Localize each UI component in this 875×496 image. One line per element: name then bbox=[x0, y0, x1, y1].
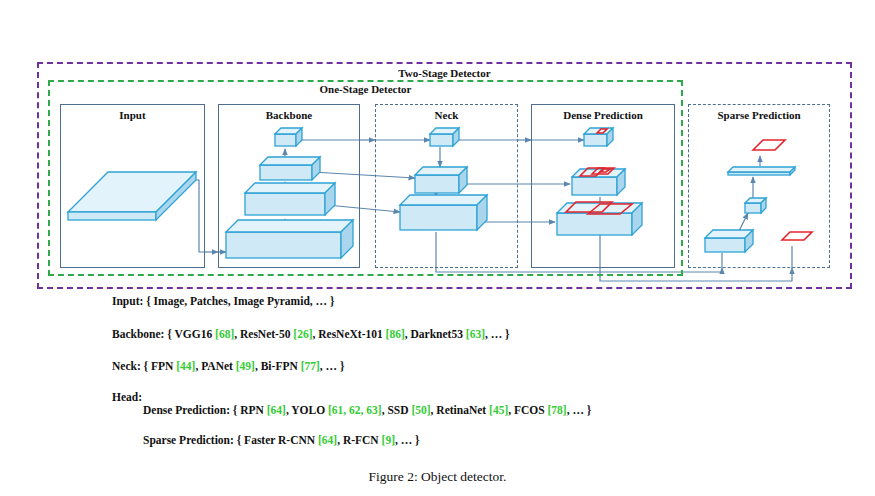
citation: [44] bbox=[176, 360, 195, 372]
citation: [64] bbox=[318, 434, 337, 446]
feature-map bbox=[245, 183, 335, 215]
bounding-box bbox=[753, 140, 785, 150]
bounding-box bbox=[597, 129, 607, 133]
list-text: , R-FCN bbox=[337, 434, 379, 446]
wire bbox=[752, 177, 753, 198]
stage-label: One-Stage Detector bbox=[50, 83, 681, 96]
list-text: Head: bbox=[112, 391, 142, 403]
stage-box: Sparse Prediction bbox=[688, 104, 830, 268]
list-text: , … } bbox=[485, 328, 510, 340]
wire bbox=[721, 253, 722, 268]
stage-box: Dense Prediction bbox=[531, 104, 675, 268]
citation: [49] bbox=[236, 360, 255, 372]
text-line: Dense Prediction: { RPN[64], YOLO[61, 62… bbox=[143, 403, 591, 417]
wire bbox=[477, 221, 555, 222]
list-text: Dense Prediction: { RPN bbox=[143, 404, 264, 416]
stage-label: Two-Stage Detector bbox=[39, 67, 850, 80]
connector bbox=[436, 268, 722, 272]
stage-label: Dense Prediction bbox=[532, 109, 674, 122]
feature-map bbox=[430, 128, 459, 146]
feature-map bbox=[400, 195, 487, 230]
citation: [26] bbox=[293, 328, 312, 340]
citation: [9] bbox=[382, 434, 395, 446]
list-text: , Darknet53 bbox=[405, 328, 463, 340]
wire bbox=[218, 251, 226, 252]
feature-map bbox=[572, 169, 625, 195]
bounding-box bbox=[600, 169, 610, 172]
wire bbox=[453, 139, 518, 140]
citation: [68] bbox=[215, 328, 234, 340]
wire bbox=[190, 180, 205, 252]
wire bbox=[439, 147, 440, 167]
citation: [63] bbox=[466, 328, 485, 340]
list-text: , PANet bbox=[195, 360, 232, 372]
feature-map bbox=[226, 220, 353, 258]
wire bbox=[759, 156, 760, 166]
stage-box: Input bbox=[60, 104, 205, 268]
two-stage-region: Two-Stage DetectorOne-Stage DetectorInpu… bbox=[37, 62, 852, 289]
connector bbox=[518, 139, 531, 140]
feature-map bbox=[584, 128, 613, 146]
stage-box: Neck bbox=[375, 104, 518, 268]
list-text: , … } bbox=[320, 360, 345, 372]
citation: [45] bbox=[489, 404, 508, 416]
connectors bbox=[205, 140, 792, 281]
feature-map bbox=[557, 203, 642, 235]
wire bbox=[435, 232, 436, 268]
text-line: Sparse Prediction: { Faster R-CNN[64], R… bbox=[143, 433, 420, 447]
wire bbox=[327, 205, 400, 212]
list-text: , FCOS bbox=[508, 404, 544, 416]
feature-map bbox=[705, 230, 753, 252]
stage-box: Backbone bbox=[218, 104, 360, 268]
input-image bbox=[68, 172, 196, 220]
wire bbox=[459, 183, 570, 184]
bounding-box bbox=[588, 204, 632, 214]
citation: [78] bbox=[548, 404, 567, 416]
citation: [50] bbox=[411, 404, 430, 416]
wire bbox=[791, 246, 792, 268]
feature-map bbox=[745, 198, 766, 213]
feature-map bbox=[260, 157, 320, 180]
list-text: Backbone: { VGG16 bbox=[112, 328, 212, 340]
figure-caption: Figure 2: Object detector. bbox=[0, 469, 875, 485]
list-text: , Bi-FPN bbox=[255, 360, 298, 372]
feature-maps bbox=[68, 128, 812, 268]
list-text: , ResNet-50 bbox=[234, 328, 290, 340]
feature-map bbox=[275, 128, 302, 146]
list-text: , YOLO bbox=[286, 404, 325, 416]
list-text: Neck: { FPN bbox=[112, 360, 173, 372]
citation: [61, 62, 63] bbox=[328, 404, 382, 416]
stage-label: Backbone bbox=[219, 109, 359, 122]
connector bbox=[205, 251, 218, 252]
citation: [64] bbox=[267, 404, 286, 416]
stage-label: Input bbox=[61, 109, 204, 122]
feature-map bbox=[728, 167, 795, 175]
stage-label: Neck bbox=[376, 109, 517, 122]
wire bbox=[375, 139, 430, 140]
connector bbox=[360, 139, 375, 140]
text-line: Head: bbox=[112, 390, 142, 404]
feature-map bbox=[415, 167, 467, 193]
one-stage-region: One-Stage DetectorInput Backbone Neck Dense… bbox=[48, 80, 683, 276]
list-text: Sparse Prediction: { Faster R-CNN bbox=[143, 434, 315, 446]
list-text: , RetinaNet bbox=[431, 404, 487, 416]
list-text: , SSD bbox=[382, 404, 409, 416]
text-line: Backbone: { VGG16[68], ResNet-50[26], Re… bbox=[112, 327, 510, 341]
citation: [77] bbox=[301, 360, 320, 372]
list-text: Input: { Image, Patches, Image Pyramid, … bbox=[112, 295, 334, 307]
wire bbox=[296, 139, 360, 140]
list-text: , … } bbox=[395, 434, 420, 446]
citation: [86] bbox=[386, 328, 405, 340]
wire bbox=[531, 139, 584, 140]
text-line: Neck: { FPN[44], PANet [49], Bi-FPN[77], … bbox=[112, 359, 344, 373]
bounding-box bbox=[782, 232, 812, 240]
list-text: , … } bbox=[567, 404, 592, 416]
list-text: , ResNeXt-101 bbox=[312, 328, 382, 340]
wire bbox=[312, 172, 415, 178]
stage-label: Sparse Prediction bbox=[689, 109, 829, 122]
bounding-box bbox=[592, 168, 614, 174]
text-line: Input: { Image, Patches, Image Pyramid, … bbox=[112, 294, 334, 308]
